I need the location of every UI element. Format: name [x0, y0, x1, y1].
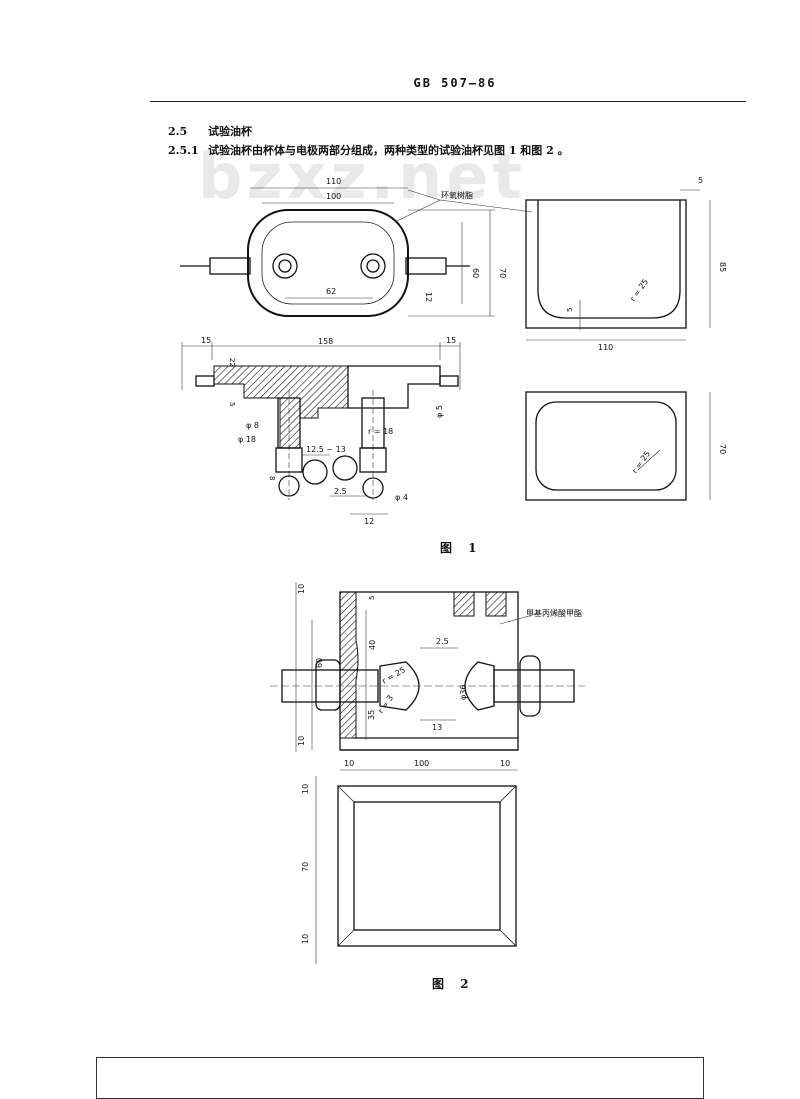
f2-dim-5: 5 — [368, 596, 376, 600]
f2-dim-10-right: 10 — [500, 759, 510, 768]
dim-8: 8 — [268, 476, 276, 480]
section-heading: 2.5 试验油杯 — [168, 123, 252, 139]
dim-phi8: φ 8 — [246, 421, 259, 430]
side-dim-85: 85 — [718, 262, 727, 272]
dim-22: 22 — [228, 358, 236, 367]
figure2-plan-view — [315, 776, 517, 964]
header-rule — [150, 101, 746, 102]
bottom-radius: r = 25 — [630, 449, 652, 475]
figure1-side-view — [525, 189, 711, 341]
section-title: 试验油杯 — [208, 125, 252, 138]
f2-plan-dim-10-bottom: 10 — [301, 934, 310, 944]
dim-12-bottom: 12 — [364, 517, 374, 526]
standard-code-header: GB 507—86 — [413, 76, 497, 90]
watermark: bzxz.net — [198, 140, 526, 213]
f2-radius-3: r = 3 — [376, 693, 395, 715]
dim-2-5: 2.5 — [334, 487, 347, 496]
figure1-caption: 图 1 — [440, 541, 483, 555]
f2-dim-60: 60 — [315, 658, 324, 668]
f2-dim-40: 40 — [368, 640, 377, 650]
bottom-dim-70: 70 — [718, 444, 727, 454]
dim-gap: 12.5 ~ 13 — [306, 445, 346, 454]
section-paragraph: 2.5.1 试验油杯由杯体与电极两部分组成，两种类型的试验油杯见图 1 和图 2 … — [168, 142, 569, 158]
dim-r18: r = 18 — [368, 427, 393, 436]
dim-phi5: φ 5 — [435, 405, 444, 418]
f2-dim-10-left: 10 — [344, 759, 354, 768]
side-dim-110: 110 — [598, 343, 613, 352]
f2-radius-25: r = 25 — [381, 665, 407, 685]
paragraph-text: 试验油杯由杯体与电极两部分组成，两种类型的试验油杯见图 1 和图 2 。 — [208, 144, 569, 157]
dim-110: 110 — [326, 177, 341, 186]
f2-plan-dim-10-top: 10 — [301, 784, 310, 794]
figure1-top-view — [180, 187, 533, 317]
figure1-section-view — [181, 342, 461, 515]
dim-5: 5 — [228, 402, 236, 406]
f2-dim-phi36: φ36 — [459, 685, 468, 700]
f2-dim-100: 100 — [414, 759, 429, 768]
side-dim-5: 5 — [698, 176, 703, 185]
dim-phi4: φ 4 — [395, 493, 408, 502]
dim-158: 158 — [318, 337, 333, 346]
dim-60: 60 — [471, 268, 480, 278]
f2-dim-35: 35 — [367, 710, 376, 720]
f2-dim-13: 13 — [432, 723, 442, 732]
figure2-section-view — [270, 582, 585, 771]
dim-15-right: 15 — [446, 336, 456, 345]
f2-plan-dim-70: 70 — [301, 862, 310, 872]
figure2-caption: 图 2 — [432, 977, 475, 991]
dim-12: 12 — [424, 292, 433, 302]
material-label: 甲基丙烯酸甲酯 — [526, 608, 582, 618]
dim-62: 62 — [326, 287, 336, 296]
figure1-bottom-view — [525, 391, 711, 501]
side-radius: r = 25 — [628, 277, 650, 303]
side-dim-5-inner: 5 — [566, 308, 574, 312]
dim-phi18: φ 18 — [238, 435, 256, 444]
resin-label: 环氧树脂 — [441, 190, 473, 200]
f2-dim-10-bottom: 10 — [297, 736, 306, 746]
dim-15-left: 15 — [201, 336, 211, 345]
f2-dim-10-top: 10 — [297, 584, 306, 594]
dim-100: 100 — [326, 192, 341, 201]
f2-dim-2-5: 2.5 — [436, 637, 449, 646]
dim-70: 70 — [498, 268, 507, 278]
section-number: 2.5 — [168, 125, 188, 138]
subsection-number: 2.5.1 — [168, 144, 199, 157]
